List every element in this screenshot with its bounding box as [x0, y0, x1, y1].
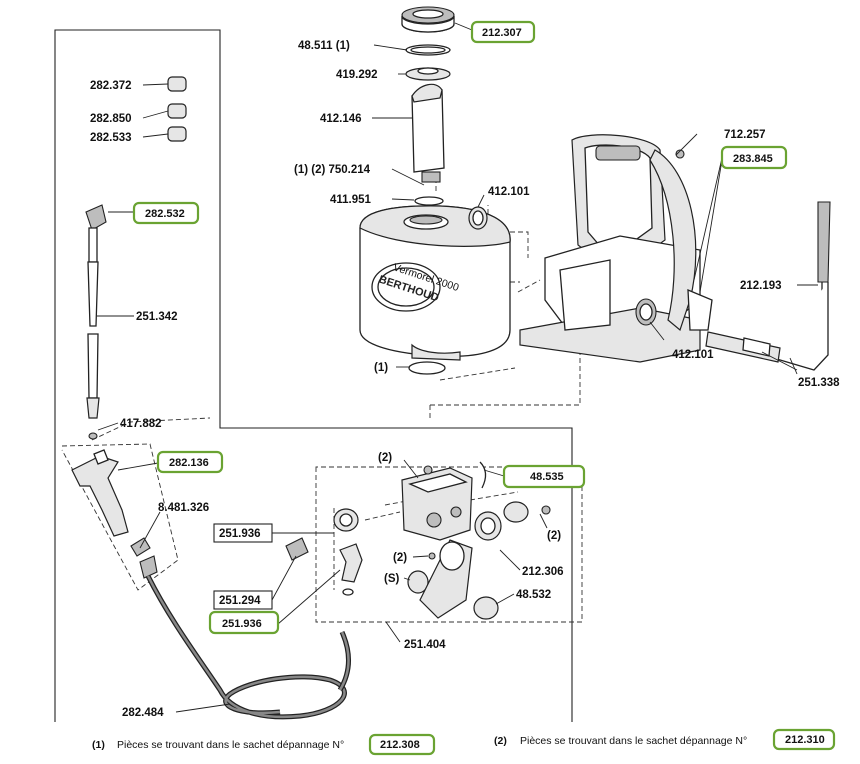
lance	[85, 204, 107, 440]
label-251-342: 251.342	[136, 311, 178, 323]
label-8-481-326: 8.481.326	[158, 502, 209, 514]
footnote-2-marker: (2)	[494, 735, 507, 747]
footnote-1-marker: (1)	[92, 739, 105, 751]
footnote-1-code: 212.308	[380, 739, 420, 751]
label-282-372: 282.372	[90, 80, 132, 92]
label-282-850: 282.850	[90, 113, 132, 125]
label-251-404: 251.404	[404, 639, 446, 651]
backpack-frame	[519, 134, 713, 363]
frame-lines	[54, 29, 573, 722]
label-pump-2-right: (2)	[547, 530, 561, 542]
label-48-535: 48.535	[530, 471, 564, 483]
label-251-294: 251.294	[219, 595, 261, 607]
label-251-936-a: 251.936	[219, 528, 261, 540]
label-412-101-bottom: 412.101	[672, 349, 714, 361]
label-282-532: 282.532	[145, 208, 185, 220]
label-750-214: (1) (2) 750.214	[294, 164, 371, 176]
footnote-2-code: 212.310	[785, 734, 825, 746]
label-282-136: 282.136	[169, 457, 209, 469]
highlight-boxes	[132, 20, 836, 756]
label-251-338: 251.338	[798, 377, 840, 389]
label-ring-1: (1)	[374, 362, 388, 374]
footnotes: (1) Pièces se trouvant dans le sachet dé…	[92, 734, 825, 751]
label-419-292: 419.292	[336, 69, 378, 81]
leader-lines	[97, 22, 818, 713]
dashed-connections	[61, 178, 583, 623]
label-48-511: 48.511 (1)	[298, 40, 350, 52]
label-212-193: 212.193	[740, 280, 782, 292]
tank-body	[359, 205, 511, 375]
label-212-306: 212.306	[522, 566, 564, 578]
label-282-533: 282.533	[90, 132, 132, 144]
hose	[130, 537, 351, 720]
nut-412101-top	[468, 206, 488, 230]
label-pump-2-mid: (2)	[393, 552, 407, 564]
nozzle-group	[167, 76, 187, 142]
filter-tube	[411, 83, 445, 206]
trigger-handle	[71, 449, 129, 537]
part-labels: 212.307 48.511 (1) 419.292 412.146 (1) (…	[90, 27, 840, 719]
label-282-484: 282.484	[122, 707, 164, 719]
label-412-146: 412.146	[320, 113, 362, 125]
label-417-882: 417.882	[120, 418, 162, 430]
label-48-532: 48.532	[516, 589, 551, 601]
black-boxes	[213, 523, 273, 610]
tank-cap-group	[401, 6, 455, 81]
label-712-257: 712.257	[724, 129, 766, 141]
label-251-936-b: 251.936	[222, 618, 262, 630]
footnote-2-text: Pièces se trouvant dans le sachet dépann…	[520, 735, 747, 747]
label-pump-2-top: (2)	[378, 452, 392, 464]
label-pump-s: (S)	[384, 573, 400, 585]
footnote-1-text: Pièces se trouvant dans le sachet dépann…	[117, 739, 344, 751]
label-212-307: 212.307	[482, 27, 522, 39]
label-412-101-top: 412.101	[488, 186, 530, 198]
label-283-845: 283.845	[733, 153, 773, 165]
label-411-951: 411.951	[330, 194, 372, 206]
pump-assembly	[285, 461, 551, 620]
